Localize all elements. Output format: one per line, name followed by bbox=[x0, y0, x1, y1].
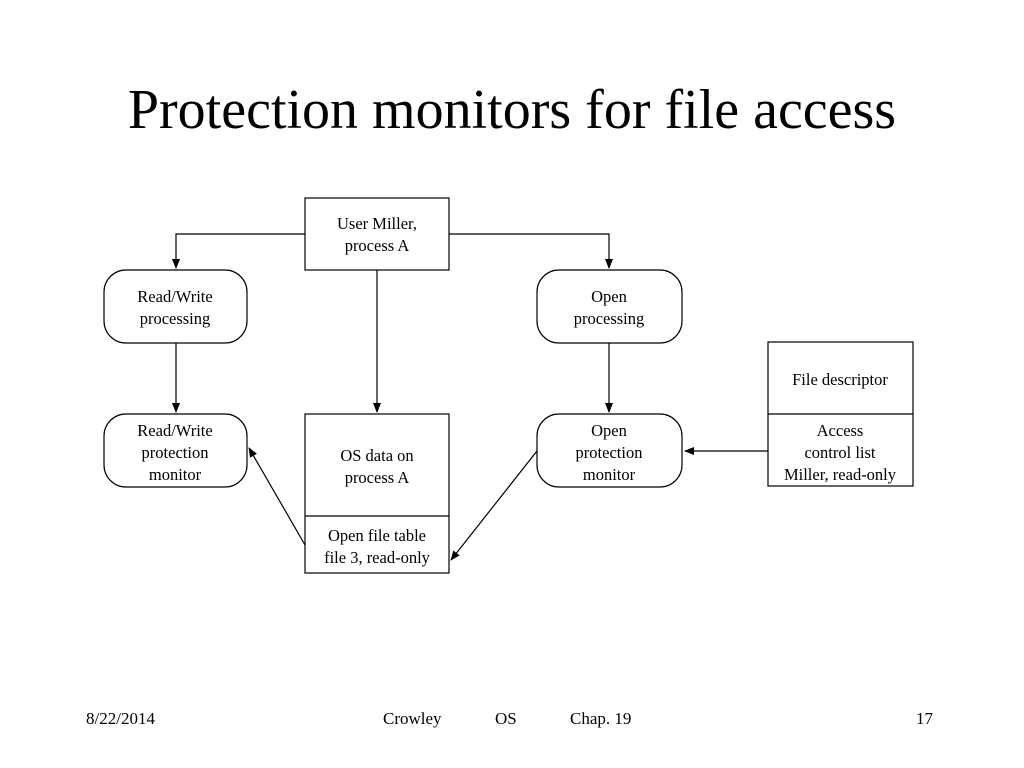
os-data-box: OS data on process A Open file table fil… bbox=[304, 413, 450, 574]
footer-date: 8/22/2014 bbox=[86, 709, 155, 728]
user-process-line-1: User Miller, bbox=[337, 214, 417, 233]
open-file-table-line-1: Open file table bbox=[328, 526, 426, 545]
rw-processing-box: Read/Write processing bbox=[103, 269, 248, 344]
acl-line-3: Miller, read-only bbox=[784, 465, 897, 484]
rw-protection-monitor-box: Read/Write protection monitor bbox=[103, 413, 248, 488]
open-protection-monitor-box: Open protection monitor bbox=[536, 413, 683, 488]
open-processing-line-2: processing bbox=[574, 309, 645, 328]
open-monitor-line-2: protection bbox=[576, 443, 643, 462]
file-descriptor-label: File descriptor bbox=[792, 370, 888, 389]
file-descriptor-box: File descriptor Access control list Mill… bbox=[767, 341, 914, 487]
os-data-line-2: process A bbox=[345, 468, 410, 487]
open-monitor-line-3: monitor bbox=[583, 465, 636, 484]
arrow-open-file-table-to-rw-monitor bbox=[248, 447, 306, 546]
user-process-line-2: process A bbox=[345, 236, 410, 255]
footer-page-number: 17 bbox=[916, 709, 933, 728]
footer-course: OS bbox=[495, 709, 517, 728]
footer-chapter: Chap. 19 bbox=[570, 709, 632, 728]
connectors bbox=[172, 233, 768, 561]
rw-processing-line-1: Read/Write bbox=[137, 287, 212, 306]
open-processing-line-1: Open bbox=[591, 287, 627, 306]
rw-monitor-line-2: protection bbox=[142, 443, 209, 462]
slide-title: Protection monitors for file access bbox=[127, 79, 897, 141]
open-file-table-line-2: file 3, read-only bbox=[324, 548, 431, 567]
rw-monitor-line-3: monitor bbox=[149, 465, 202, 484]
acl-line-1: Access bbox=[817, 421, 864, 440]
open-processing-box: Open processing bbox=[536, 269, 683, 344]
open-monitor-line-1: Open bbox=[591, 421, 627, 440]
rw-processing-line-2: processing bbox=[140, 309, 211, 328]
os-data-line-1: OS data on bbox=[340, 446, 413, 465]
user-process-box: User Miller, process A bbox=[304, 197, 450, 271]
arrow-open-monitor-to-open-file-table bbox=[450, 450, 538, 561]
footer-author: Crowley bbox=[383, 709, 442, 728]
arrow-user-to-rw-processing bbox=[172, 233, 305, 269]
rw-monitor-line-1: Read/Write bbox=[137, 421, 212, 440]
acl-line-2: control list bbox=[804, 443, 875, 462]
arrow-user-to-open-processing bbox=[449, 233, 613, 269]
